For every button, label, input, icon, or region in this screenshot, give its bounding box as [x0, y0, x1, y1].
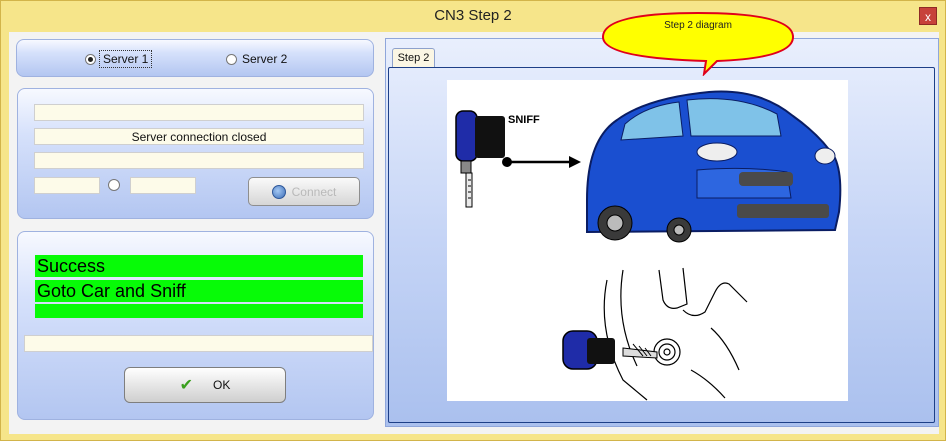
connection-info-field — [34, 104, 364, 121]
close-button[interactable]: x — [919, 7, 937, 25]
car-icon — [586, 90, 842, 243]
server-2-radio[interactable]: Server 2 — [226, 52, 287, 66]
server-1-label: Server 1 — [98, 50, 153, 68]
radio-unchecked-icon — [226, 53, 237, 65]
tab-step-2[interactable]: Step 2 — [392, 48, 435, 68]
step-2-callout: Step 2 diagram — [593, 10, 803, 77]
arrow-right-icon — [502, 156, 581, 168]
window-title: CN3 Step 2 — [434, 7, 512, 24]
connection-panel: Server connection closed Connect — [17, 88, 374, 219]
separator-circle-icon — [108, 179, 120, 191]
key-in-ignition-icon — [562, 330, 658, 370]
diagram-frame: Step 2 SNIFF — [385, 38, 939, 427]
ok-button[interactable]: ✔ OK — [124, 367, 286, 403]
message-line-1: Success — [35, 255, 363, 277]
message-line-2: Goto Car and Sniff — [35, 280, 363, 302]
server-2-label: Server 2 — [242, 52, 288, 66]
radio-checked-icon — [85, 53, 96, 65]
globe-icon — [271, 184, 286, 199]
message-line-3 — [35, 304, 363, 318]
connection-detail-field — [34, 152, 364, 169]
progress-field — [24, 335, 373, 352]
connect-button[interactable]: Connect — [248, 177, 360, 206]
host-input[interactable] — [34, 177, 100, 194]
key-fob-icon — [455, 110, 505, 208]
server-1-radio[interactable]: Server 1 — [85, 50, 153, 68]
connection-status-field: Server connection closed — [34, 128, 364, 145]
port-input[interactable] — [130, 177, 196, 194]
ignition-icon — [603, 267, 748, 401]
server-select-panel: Server 1 Server 2 — [16, 39, 374, 77]
title-bar: CN3 Step 2 x — [1, 1, 945, 31]
tab-page — [388, 67, 935, 423]
sniff-label: SNIFF — [508, 114, 540, 126]
ok-label: OK — [213, 378, 231, 392]
step-2-diagram: SNIFF — [447, 80, 848, 401]
client-area: Server 1 Server 2 Server connection clos… — [9, 32, 939, 434]
checkmark-icon: ✔ — [179, 377, 194, 394]
diagram-image: SNIFF — [455, 90, 842, 401]
callout-text: Step 2 diagram — [664, 20, 732, 31]
connect-label: Connect — [291, 184, 337, 199]
message-panel: Success Goto Car and Sniff ✔ OK — [17, 231, 374, 420]
